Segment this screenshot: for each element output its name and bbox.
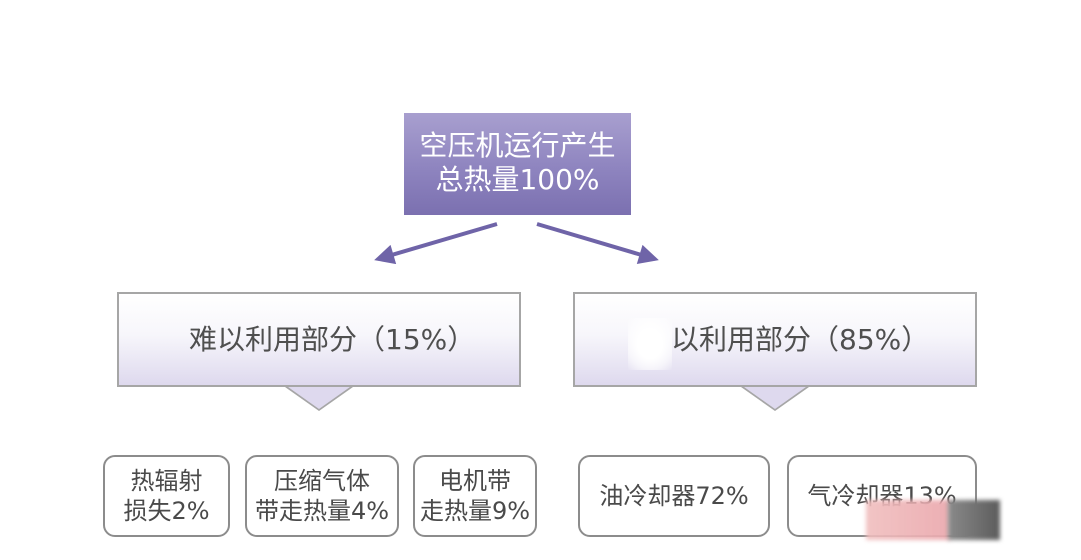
leaf-line1: 热辐射	[130, 467, 203, 495]
leaf-line1: 电机带	[439, 467, 511, 495]
hard-to-use-label: 难以利用部分（15%）	[189, 323, 476, 356]
total-heat-box: 空压机运行产生 总热量100%	[404, 113, 631, 215]
leaf-line2: 损失2%	[123, 497, 210, 525]
hard-to-use-callout: 难以利用部分（15%）	[117, 292, 521, 411]
callout-pointer-fill	[744, 387, 806, 409]
arrow-right	[536, 222, 659, 265]
leaf-line2: 带走热量4%	[254, 497, 390, 525]
total-heat-line1: 空压机运行产生	[419, 129, 616, 162]
usable-label: 以利用部分（85%）	[671, 323, 930, 356]
total-heat-line2: 总热量100%	[435, 163, 600, 196]
blurred-character	[628, 318, 672, 370]
leaf-motor-heat: 电机带 走热量9%	[413, 455, 537, 537]
leaf-oil-cooler: 油冷却器72%	[578, 455, 770, 537]
watermark-blur	[866, 500, 950, 540]
arrow-left	[374, 222, 498, 265]
leaf-line2: 走热量9%	[419, 497, 531, 525]
watermark-blur-dark	[948, 500, 1000, 540]
leaf-compressed-gas: 压缩气体 带走热量4%	[245, 455, 399, 537]
callout-pointer-fill	[288, 387, 350, 409]
leaf-line1: 油冷却器72%	[599, 482, 749, 510]
leaf-heat-radiation: 热辐射 损失2%	[103, 455, 230, 537]
leaf-line1: 压缩气体	[274, 467, 370, 495]
